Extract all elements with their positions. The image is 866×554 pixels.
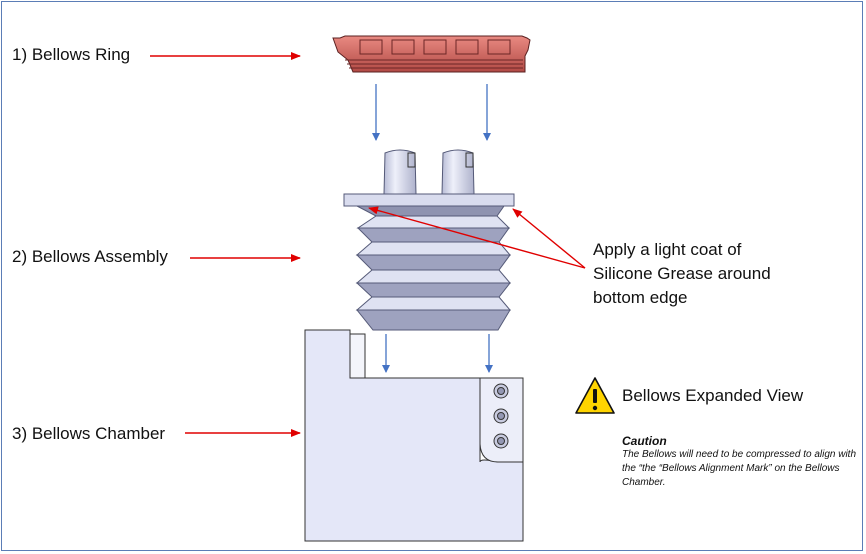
grease-instruction-line-1: Apply a light coat of — [593, 240, 742, 259]
warning-title: Bellows Expanded View — [622, 386, 804, 405]
warning-triangle-icon — [575, 377, 615, 414]
bellows-ring — [332, 35, 531, 73]
bellows-posts — [383, 149, 475, 195]
bellows-convolutions — [355, 215, 512, 331]
grease-instruction: Apply a light coat of Silicone Grease ar… — [593, 238, 771, 310]
pointer-arrow-grease-right — [512, 208, 586, 269]
label-bellows-assembly: 2) Bellows Assembly — [12, 247, 168, 266]
caution-text: The Bellows will need to be compressed t… — [622, 449, 857, 488]
caution-box: Caution The Bellows will need to be comp… — [622, 434, 858, 490]
grease-instruction-line-2: Silicone Grease around — [593, 264, 771, 283]
pointer-arrow-grease-left — [368, 206, 586, 269]
chamber-port-holes — [493, 383, 509, 449]
pointer-arrows — [150, 52, 586, 437]
label-bellows-ring: 1) Bellows Ring — [12, 45, 131, 64]
bellows-flange — [343, 193, 515, 217]
flow-arrows — [372, 84, 493, 373]
grease-instruction-line-3: bottom edge — [593, 288, 688, 307]
label-bellows-chamber: 3) Bellows Chamber — [12, 424, 166, 443]
bellows-chamber — [304, 329, 524, 542]
caution-heading: Caution — [622, 434, 667, 448]
